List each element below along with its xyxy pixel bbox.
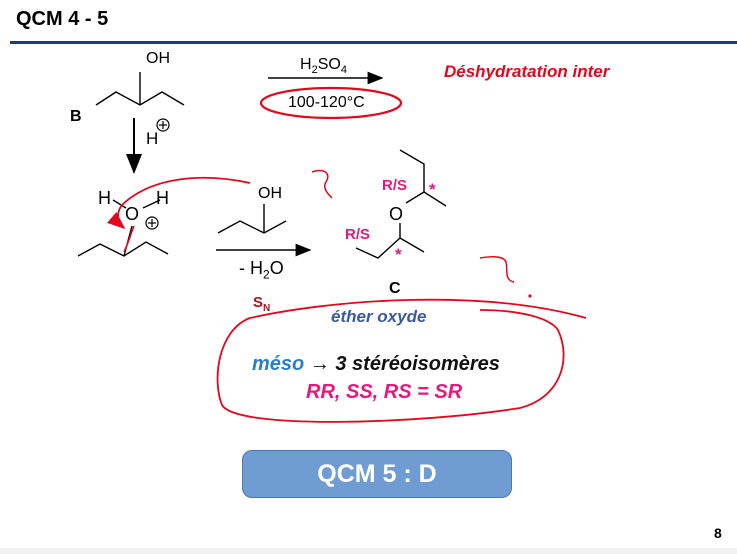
stereoisomer-list: RR, SS, RS = SR (306, 381, 463, 403)
second-alcohol-skeleton (217, 204, 287, 234)
stereocenter-star-top: * (429, 180, 436, 199)
footer-strip (0, 548, 737, 554)
stereocenter-star-bottom: * (395, 245, 402, 264)
dehydration-label: Déshydratation inter (444, 62, 610, 81)
oxonium-h-right: H (156, 188, 169, 208)
oxonium-h-left: H (98, 188, 111, 208)
arrow-icon: → (309, 353, 330, 375)
temperature-label: 100-120°C (288, 94, 365, 111)
meso-statement: méso → 3 stéréoisomères (252, 353, 500, 375)
stereo-label-top: R/S (382, 177, 408, 194)
reagent-h2so4: H2SO4 (300, 56, 347, 77)
compound-b-label: B (70, 108, 82, 125)
handwritten-hook (479, 256, 515, 283)
oxonium-charge-icon (145, 216, 159, 230)
ether-type-label: éther oxyde (331, 307, 427, 326)
ether-oxygen: O (389, 204, 404, 224)
meso-circling (216, 298, 587, 423)
h-plus-label: H (146, 129, 159, 148)
title-divider (10, 41, 737, 44)
curved-arrow-leave (123, 225, 135, 253)
handwritten-squiggle (311, 169, 333, 199)
temperature-circle (259, 86, 403, 120)
compound-c-label: C (389, 280, 401, 297)
plus-charge-icon (156, 118, 170, 132)
slide-title: QCM 4 - 5 (16, 8, 109, 30)
answer-button[interactable]: QCM 5 : D (242, 450, 512, 498)
stereo-label-bottom: R/S (345, 226, 371, 243)
curved-arrow-attack (107, 176, 251, 230)
oh-label-b: OH (146, 50, 170, 67)
page-number: 8 (714, 525, 722, 541)
minus-water-label: - H2O (239, 258, 284, 282)
ether-c-skeleton (355, 149, 447, 259)
molecule-b-skeleton (95, 72, 185, 106)
oh-label-second: OH (258, 185, 282, 202)
sn-mechanism-label: SN (253, 294, 271, 314)
oxonium-o: O (125, 204, 140, 224)
handwritten-dot (528, 294, 532, 298)
